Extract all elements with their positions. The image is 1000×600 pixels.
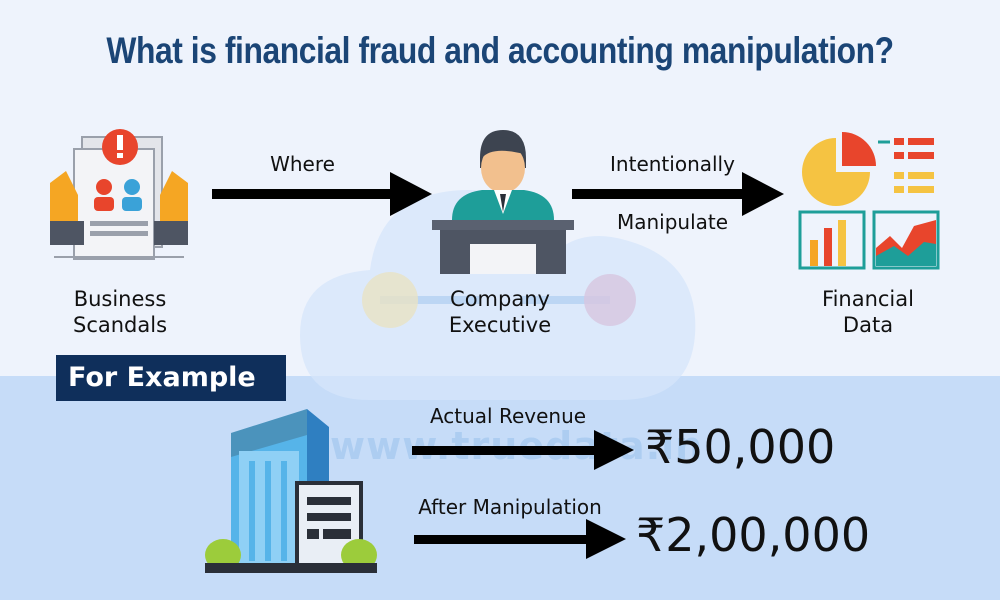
actual-revenue-label: Actual Revenue (429, 404, 587, 428)
arrow-label-manipulate: Manipulate (616, 210, 729, 234)
page-title: What is financial fraud and accounting m… (106, 30, 894, 71)
office-building-icon (205, 409, 377, 573)
arrow-right-icon (412, 430, 634, 470)
node-label-company-executive: Company Executive (448, 287, 552, 337)
arrow-right-icon (414, 519, 626, 559)
node-label-financial-data: Financial Data (822, 287, 914, 337)
bottom-background (0, 376, 1000, 600)
actual-revenue-value: ₹50,000 (645, 420, 836, 474)
arrow-right-icon (212, 172, 432, 216)
arrow-right-icon (572, 172, 784, 216)
after-manipulation-value: ₹2,00,000 (636, 508, 871, 562)
for-example-badge: For Example (56, 355, 286, 401)
after-manipulation-label: After Manipulation (418, 495, 602, 519)
financial-charts-icon (798, 132, 940, 270)
cloud-watermark-icon (300, 190, 696, 400)
arrow-label-intentionally: Intentionally (610, 152, 735, 176)
node-label-business-scandals: Business Scandals (72, 287, 168, 337)
arrow-label-where: Where (270, 152, 335, 176)
executive-icon (432, 130, 574, 274)
business-scandal-icon (50, 129, 188, 260)
